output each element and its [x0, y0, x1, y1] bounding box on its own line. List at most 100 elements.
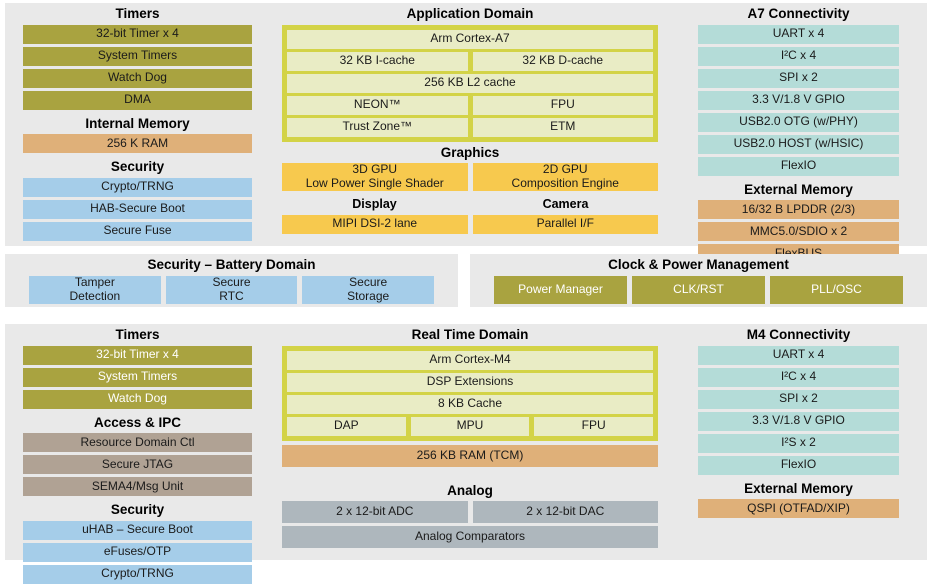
block-dap: DAP [287, 416, 406, 436]
graphics-header: Graphics [440, 144, 500, 160]
block-spi-x2: SPI x 2 [698, 68, 899, 88]
block-2d-gpu: 2D GPU Composition Engine [472, 162, 658, 191]
block-l2-cache: 256 KB L2 cache [287, 73, 653, 93]
trustzone-etm-row: Trust Zone™ ETM [287, 117, 653, 137]
m4-connectivity-column: M4 Connectivity UART x 4 I²C x 4 SPI x 2… [670, 324, 927, 560]
block-uart-x4: UART x 4 [698, 24, 899, 44]
bottom-panel: Timers 32-bit Timer x 4 System Timers Wa… [5, 324, 927, 584]
block-dma: DMA [23, 90, 252, 110]
a7-external-memory-header: External Memory [744, 181, 853, 197]
block-m4-system-timers: System Timers [23, 367, 252, 387]
top-timers-header: Timers [115, 6, 160, 21]
top-internal-memory-header: Internal Memory [85, 115, 190, 131]
cache-row: 32 KB I-cache 32 KB D-cache [287, 51, 653, 74]
block-256kb-ram-tcm: 256 KB RAM (TCM) [282, 444, 658, 467]
block-system-timers: System Timers [23, 46, 252, 66]
block-etm: ETM [472, 117, 653, 137]
camera-header: Camera [542, 197, 589, 211]
block-resource-domain-ctl: Resource Domain Ctl [23, 433, 252, 452]
block-watch-dog: Watch Dog [23, 68, 252, 88]
neon-fpu-row: NEON™ FPU [287, 95, 653, 118]
display-header: Display [352, 197, 397, 211]
block-dsp-extensions: DSP Extensions [287, 372, 653, 392]
battery-domain-panel: Security – Battery Domain Tamper Detecti… [5, 254, 458, 307]
application-domain-column: Application Domain Arm Cortex-A7 32 KB I… [270, 3, 670, 246]
block-m4-gpio: 3.3 V/1.8 V GPIO [698, 411, 899, 431]
block-mpu: MPU [410, 416, 530, 436]
block-neon: NEON™ [287, 95, 468, 115]
block-i-cache: 32 KB I-cache [287, 51, 468, 71]
block-m4-uart-x4: UART x 4 [698, 345, 899, 365]
block-qspi: QSPI (OTFAD/XIP) [698, 499, 899, 518]
a7-connectivity-column: A7 Connectivity UART x 4 I²C x 4 SPI x 2… [670, 3, 927, 263]
block-m4-crypto-trng: Crypto/TRNG [23, 564, 252, 584]
block-analog-comparators: Analog Comparators [282, 526, 658, 548]
top-panel: Timers 32-bit Timer x 4 System Timers Wa… [5, 3, 927, 263]
block-flexio: FlexIO [698, 156, 899, 176]
block-tamper-detection: Tamper Detection [29, 275, 161, 304]
block-d-cache: 32 KB D-cache [472, 51, 653, 71]
block-parallel-if: Parallel I/F [472, 214, 658, 234]
application-domain-header: Application Domain [406, 6, 534, 21]
display-camera-headers: Display Camera [282, 194, 658, 215]
block-m4-fpu: FPU [534, 416, 654, 436]
block-256k-ram: 256 K RAM [23, 134, 252, 153]
block-adc: 2 x 12-bit ADC [282, 501, 468, 523]
block-m4-watch-dog: Watch Dog [23, 389, 252, 409]
block-hab-secure-boot: HAB-Secure Boot [23, 199, 252, 219]
block-usb-otg: USB2.0 OTG (w/PHY) [698, 112, 899, 132]
block-fpu: FPU [472, 95, 653, 115]
block-arm-cortex-a7: Arm Cortex-A7 [287, 29, 653, 49]
block-secure-fuse: Secure Fuse [23, 221, 252, 241]
cortex-a7-cluster: Arm Cortex-A7 32 KB I-cache 32 KB D-cach… [282, 24, 658, 142]
block-crypto-trng: Crypto/TRNG [23, 177, 252, 197]
block-8kb-cache: 8 KB Cache [287, 394, 653, 414]
block-uhab-secure-boot: uHAB – Secure Boot [23, 520, 252, 540]
clock-power-header: Clock & Power Management [608, 257, 789, 272]
block-sema4-msg-unit: SEMA4/Msg Unit [23, 477, 252, 496]
block-m4-i2s-x2: I²S x 2 [698, 433, 899, 453]
block-secure-rtc: Secure RTC [165, 275, 298, 304]
block-trust-zone: Trust Zone™ [287, 117, 468, 137]
block-3d-gpu: 3D GPU Low Power Single Shader [282, 162, 468, 191]
block-usb-host: USB2.0 HOST (w/HSIC) [698, 134, 899, 154]
block-gpio: 3.3 V/1.8 V GPIO [698, 90, 899, 110]
top-security-header: Security [110, 159, 165, 174]
block-m4-32bit-timer-x4: 32-bit Timer x 4 [23, 345, 252, 365]
block-pll-osc: PLL/OSC [770, 275, 903, 304]
gpu-row: 3D GPU Low Power Single Shader 2D GPU Co… [282, 162, 658, 194]
block-m4-flexio: FlexIO [698, 455, 899, 475]
access-ipc-header: Access & IPC [93, 414, 182, 430]
a7-connectivity-header: A7 Connectivity [747, 6, 850, 21]
top-left-column: Timers 32-bit Timer x 4 System Timers Wa… [5, 3, 270, 246]
real-time-domain-header: Real Time Domain [411, 327, 529, 342]
block-32bit-timer-x4: 32-bit Timer x 4 [23, 24, 252, 44]
block-m4-i2c-x4: I²C x 4 [698, 367, 899, 387]
block-secure-jtag: Secure JTAG [23, 455, 252, 474]
block-m4-spi-x2: SPI x 2 [698, 389, 899, 409]
block-dac: 2 x 12-bit DAC [472, 501, 658, 523]
block-clk-rst: CLK/RST [632, 275, 765, 304]
clock-power-panel: Clock & Power Management Power Manager C… [470, 254, 927, 307]
block-lpddr: 16/32 B LPDDR (2/3) [698, 200, 899, 219]
analog-header: Analog [447, 482, 493, 498]
block-i2c-x4: I²C x 4 [698, 46, 899, 66]
block-mipi-dsi: MIPI DSI-2 lane [282, 214, 468, 234]
block-efuses-otp: eFuses/OTP [23, 542, 252, 562]
block-mmc-sdio: MMC5.0/SDIO x 2 [698, 222, 899, 241]
bottom-left-column: Timers 32-bit Timer x 4 System Timers Wa… [5, 324, 270, 584]
display-camera-row: MIPI DSI-2 lane Parallel I/F [282, 214, 658, 234]
real-time-domain-column: Real Time Domain Arm Cortex-M4 DSP Exten… [270, 324, 670, 560]
battery-domain-row: Tamper Detection Secure RTC Secure Stora… [29, 275, 435, 304]
m4-external-memory-header: External Memory [744, 480, 853, 496]
block-arm-cortex-m4: Arm Cortex-M4 [287, 350, 653, 370]
block-secure-storage: Secure Storage [302, 275, 435, 304]
block-power-manager: Power Manager [494, 275, 627, 304]
bottom-timers-header: Timers [115, 327, 160, 342]
clock-power-row: Power Manager CLK/RST PLL/OSC [494, 275, 903, 304]
battery-domain-header: Security – Battery Domain [147, 257, 316, 272]
m4-connectivity-header: M4 Connectivity [746, 327, 851, 342]
bottom-security-header: Security [110, 502, 165, 517]
adc-dac-row: 2 x 12-bit ADC 2 x 12-bit DAC [282, 501, 658, 526]
dap-mpu-fpu-row: DAP MPU FPU [287, 416, 654, 436]
